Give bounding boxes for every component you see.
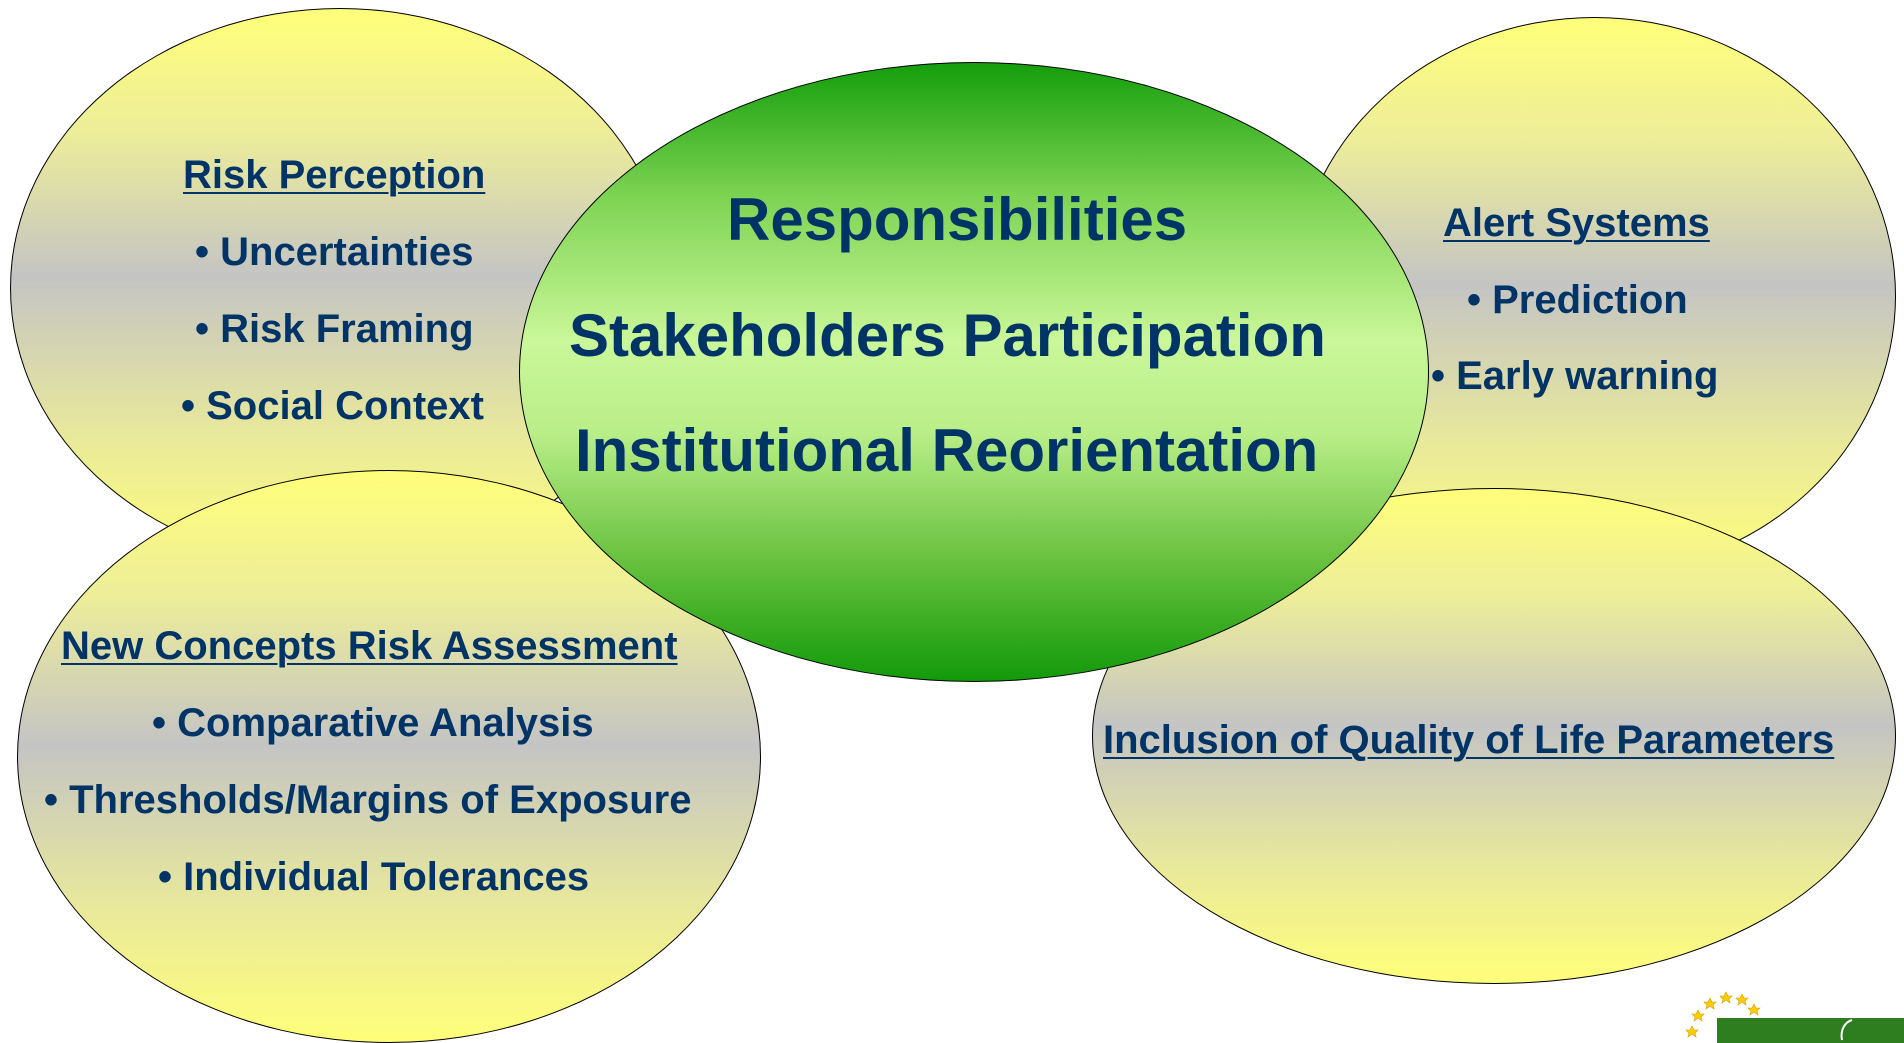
eu-stars-logo-icon bbox=[1685, 991, 1904, 1043]
alert-systems-item: • Early warning bbox=[1431, 354, 1719, 398]
center-line-responsibilities: Responsibilities bbox=[727, 186, 1188, 253]
risk-perception-title: Risk Perception bbox=[183, 153, 486, 197]
center-ellipse bbox=[519, 62, 1429, 682]
risk-perception-item: • Social Context bbox=[181, 384, 484, 428]
risk-perception-item: • Risk Framing bbox=[195, 307, 474, 351]
quality-of-life-title: Inclusion of Quality of Life Parameters bbox=[1103, 718, 1835, 762]
new-concepts-item: • Thresholds/Margins of Exposure bbox=[44, 778, 692, 822]
center-line-institutional: Institutional Reorientation bbox=[575, 417, 1319, 484]
risk-perception-item: • Uncertainties bbox=[195, 230, 474, 274]
new-concepts-item: • Individual Tolerances bbox=[158, 855, 590, 899]
new-concepts-title: New Concepts Risk Assessment bbox=[61, 624, 678, 668]
center-line-stakeholders: Stakeholders Participation bbox=[569, 302, 1326, 369]
alert-systems-title: Alert Systems bbox=[1443, 201, 1710, 245]
alert-systems-item: • Prediction bbox=[1467, 278, 1688, 322]
new-concepts-item: • Comparative Analysis bbox=[152, 701, 594, 745]
